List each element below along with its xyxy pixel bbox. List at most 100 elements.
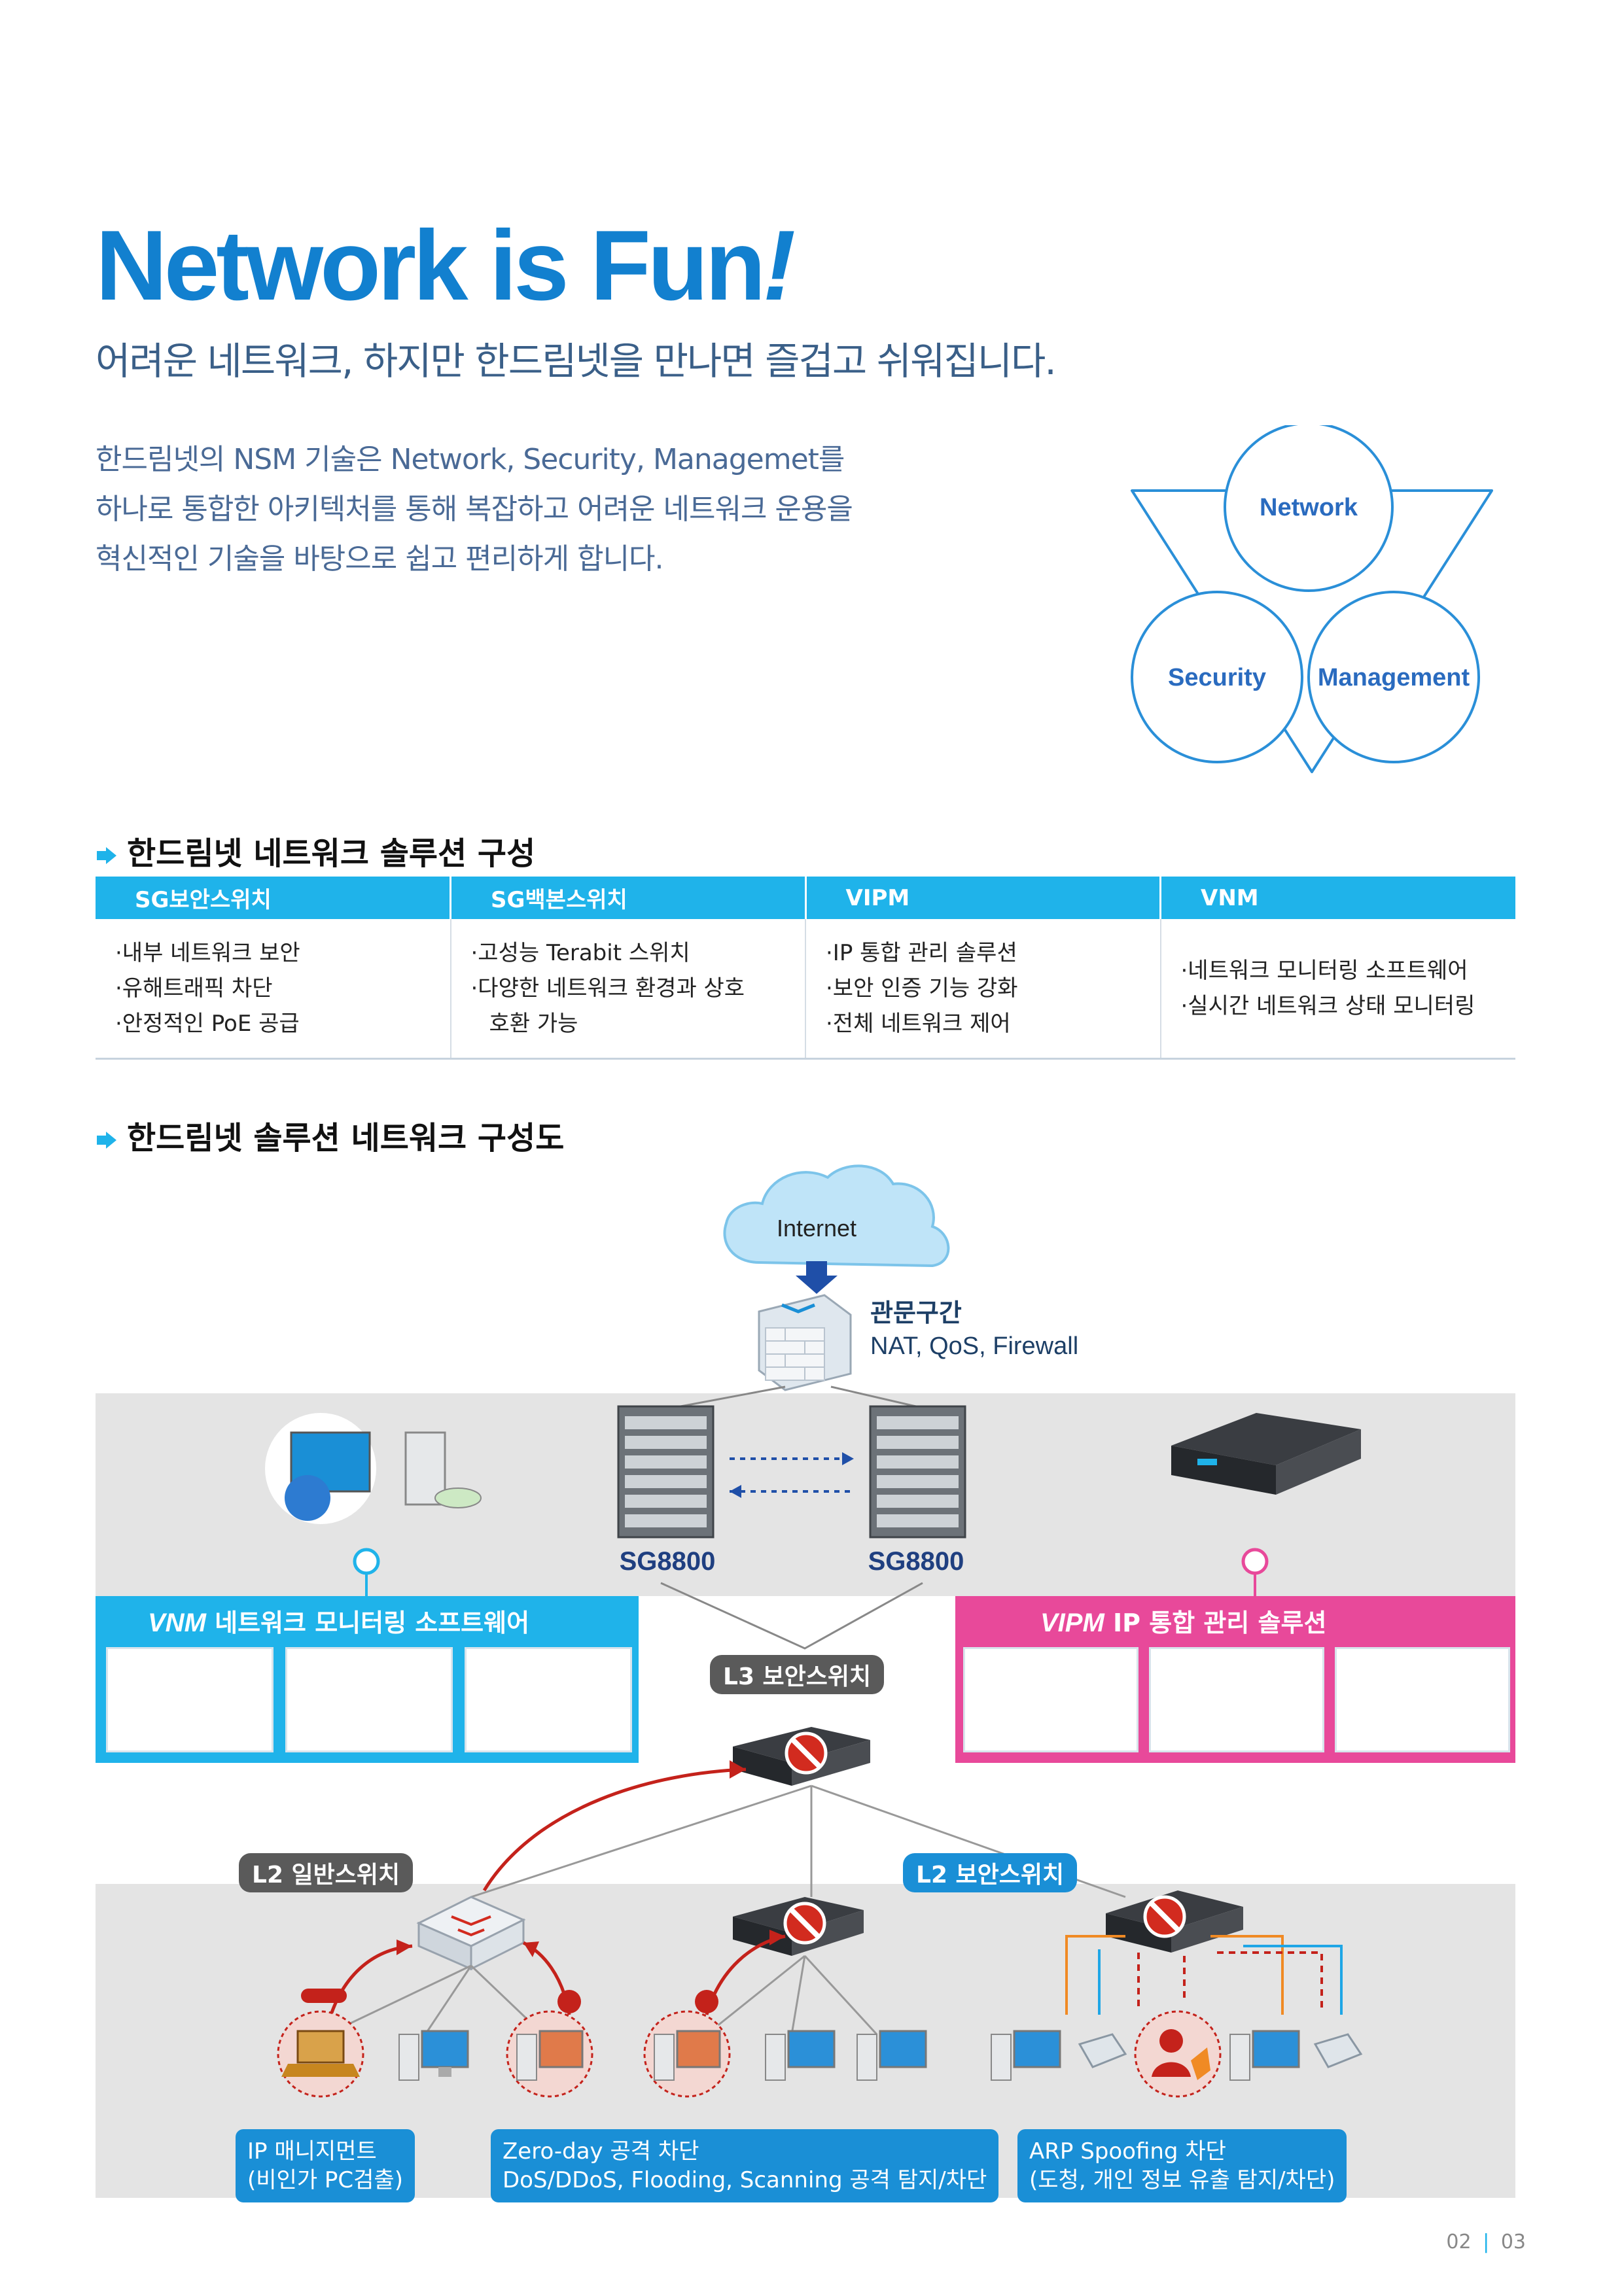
callout-line: Zero-day 공격 차단	[503, 2138, 699, 2165]
intro-paragraph: 한드림넷의 NSM 기술은 Network, Security, Managem…	[96, 435, 853, 584]
list-item: ·실시간 네트워크 상태 모니터링	[1180, 993, 1475, 1019]
vnm-panel: VNM 네트워크 모니터링 소프트웨어	[96, 1596, 639, 1763]
list-item: ·내부 네트워크 보안	[115, 940, 300, 966]
pc-icon	[1229, 2030, 1300, 2081]
block-icon	[783, 1902, 826, 1945]
venn-label-network: Network	[1260, 494, 1358, 521]
attack-arrow	[482, 1767, 747, 1892]
table-cell: ·내부 네트워크 보안 ·유해트래픽 차단 ·안정적인 PoE 공급	[96, 919, 451, 1060]
venn-circle-network	[1224, 425, 1394, 592]
vipm-screenshot	[1335, 1647, 1510, 1752]
section-heading-solutions: 한드림넷 네트워크 솔루션 구성	[96, 827, 535, 873]
block-icon	[785, 1731, 828, 1775]
callout-line: IP 매니지먼트	[247, 2138, 377, 2165]
internet-cloud-icon	[723, 1164, 950, 1268]
page-number-separator: |	[1483, 2231, 1490, 2253]
section-heading-diagram: 한드림넷 솔루션 네트워크 구성도	[96, 1112, 564, 1158]
vnm-server-icon	[265, 1413, 482, 1524]
table-header: SG백본스위치	[450, 877, 807, 919]
callout-line: ARP Spoofing 차단	[1029, 2138, 1226, 2165]
intro-line: 한드림넷의 NSM 기술은 Network, Security, Managem…	[96, 443, 845, 476]
vipm-logo: VIPM	[1040, 1609, 1104, 1637]
vipm-panel-label: IP 통합 관리 솔루션	[1113, 1609, 1327, 1637]
list-item: ·다양한 네트워크 환경과 상호	[470, 975, 745, 1001]
list-item: ·네트워크 모니터링 소프트웨어	[1180, 958, 1468, 984]
vnm-screenshot	[465, 1647, 632, 1752]
arp-path-orange	[1065, 1935, 1284, 2015]
list-item: ·안정적인 PoE 공급	[115, 1011, 300, 1037]
venn-label-management: Management	[1318, 664, 1470, 691]
arrow-head-icon	[397, 1939, 412, 1955]
backbone-left-label: SG8800	[620, 1547, 716, 1576]
vipm-screenshot	[963, 1647, 1139, 1752]
arrow-head-icon	[842, 1452, 854, 1465]
infected-pc-icon	[506, 1990, 593, 2098]
callout-line: (비인가 PC검출)	[247, 2167, 403, 2193]
backbone-switch-right-icon	[869, 1405, 966, 1539]
page-number-left: 02	[1446, 2231, 1472, 2253]
vipm-appliance-icon	[1171, 1413, 1361, 1495]
arrow-head-icon	[769, 1930, 785, 1945]
firewall-icon	[758, 1294, 852, 1391]
page-title: Network is Fun!	[96, 210, 796, 321]
pc-icon	[991, 2030, 1061, 2081]
link-line	[706, 1955, 878, 2036]
page-number: 02 | 03	[1446, 2231, 1526, 2253]
arrow-head-icon	[523, 1941, 539, 1957]
connector-dot	[353, 1548, 380, 1575]
vnm-logo: VNM	[148, 1609, 206, 1637]
arrow-head-icon	[730, 1485, 741, 1498]
vipm-panel: VIPM IP 통합 관리 솔루션	[955, 1596, 1515, 1763]
solutions-table: SG보안스위치 SG백본스위치 VIPM VNM ·내부 네트워크 보안 ·유해…	[96, 877, 1515, 1060]
callout-zero-day: Zero-day 공격 차단 DoS/DDoS, Flooding, Scann…	[491, 2129, 999, 2202]
arrow-bullet-icon	[97, 847, 116, 864]
callout-arp-spoofing: ARP Spoofing 차단 (도청, 개인 정보 유출 탐지/차단)	[1017, 2129, 1347, 2202]
vnm-panel-label: 네트워크 모니터링 소프트웨어	[215, 1609, 530, 1637]
table-cell: ·네트워크 모니터링 소프트웨어 ·실시간 네트워크 상태 모니터링	[1160, 919, 1515, 1060]
list-item: ·IP 통합 관리 솔루션	[826, 940, 1017, 966]
down-arrow-icon	[796, 1261, 838, 1294]
list-item: ·고성능 Terabit 스위치	[470, 940, 690, 966]
list-item: ·유해트래픽 차단	[115, 975, 273, 1001]
ip-phone-icon	[1078, 2033, 1127, 2068]
l2-security-switch-label: L2 보안스위치	[903, 1853, 1078, 1892]
callout-ip-management: IP 매니지먼트 (비인가 PC검출)	[236, 2129, 415, 2202]
list-item: ·보안 인증 기능 강화	[826, 975, 1018, 1001]
list-item: ·전체 네트워크 제어	[826, 1011, 1011, 1037]
backbone-switch-left-icon	[617, 1405, 715, 1539]
gateway-desc: NAT, QoS, Firewall	[870, 1332, 1078, 1360]
table-header: VIPM	[805, 877, 1161, 919]
link-line	[660, 1582, 923, 1650]
nsm-venn-diagram: Network Security Management	[1131, 425, 1493, 773]
infected-pc-icon	[643, 1990, 731, 2098]
table-header: SG보안스위치	[96, 877, 451, 919]
vnm-panel-title: VNM 네트워크 모니터링 소프트웨어	[148, 1603, 529, 1639]
callout-line: (도청, 개인 정보 유출 탐지/차단)	[1029, 2167, 1335, 2193]
gateway-title: 관문구간	[870, 1298, 962, 1327]
attacker-icon	[1134, 2010, 1222, 2098]
table-cell: ·고성능 Terabit 스위치 ·다양한 네트워크 환경과 상호 호환 가능	[450, 919, 806, 1060]
l3-switch-label: L3 보안스위치	[710, 1655, 885, 1694]
pc-icon	[856, 2030, 927, 2081]
link-line	[680, 1385, 917, 1408]
page-subtitle: 어려운 네트워크, 하지만 한드림넷을 만나면 즐겁고 쉬워집니다.	[96, 339, 1057, 383]
table-cell: ·IP 통합 관리 솔루션 ·보안 인증 기능 강화 ·전체 네트워크 제어	[805, 919, 1161, 1060]
pc-icon	[398, 2030, 469, 2081]
backbone-right-label: SG8800	[868, 1547, 964, 1576]
ip-phone-icon	[1313, 2033, 1363, 2068]
rogue-laptop-icon	[277, 1989, 364, 2098]
connector-dot	[1241, 1548, 1269, 1575]
vnm-screenshot	[106, 1647, 274, 1752]
intro-line: 혁신적인 기술을 바탕으로 쉽고 편리하게 합니다.	[96, 542, 664, 576]
venn-label-security: Security	[1168, 664, 1266, 691]
venn-circle-management	[1307, 591, 1480, 763]
block-icon	[1143, 1895, 1186, 1938]
arp-path-red	[1137, 1951, 1323, 2008]
vipm-panel-title: VIPM IP 통합 관리 솔루션	[1040, 1603, 1326, 1639]
internet-label: Internet	[777, 1215, 856, 1242]
vnm-screenshot	[285, 1647, 453, 1752]
table-header: VNM	[1160, 877, 1515, 919]
venn-circle-security	[1131, 591, 1303, 763]
l2-general-switch-label: L2 일반스위치	[239, 1853, 414, 1892]
pc-icon	[765, 2030, 836, 2081]
